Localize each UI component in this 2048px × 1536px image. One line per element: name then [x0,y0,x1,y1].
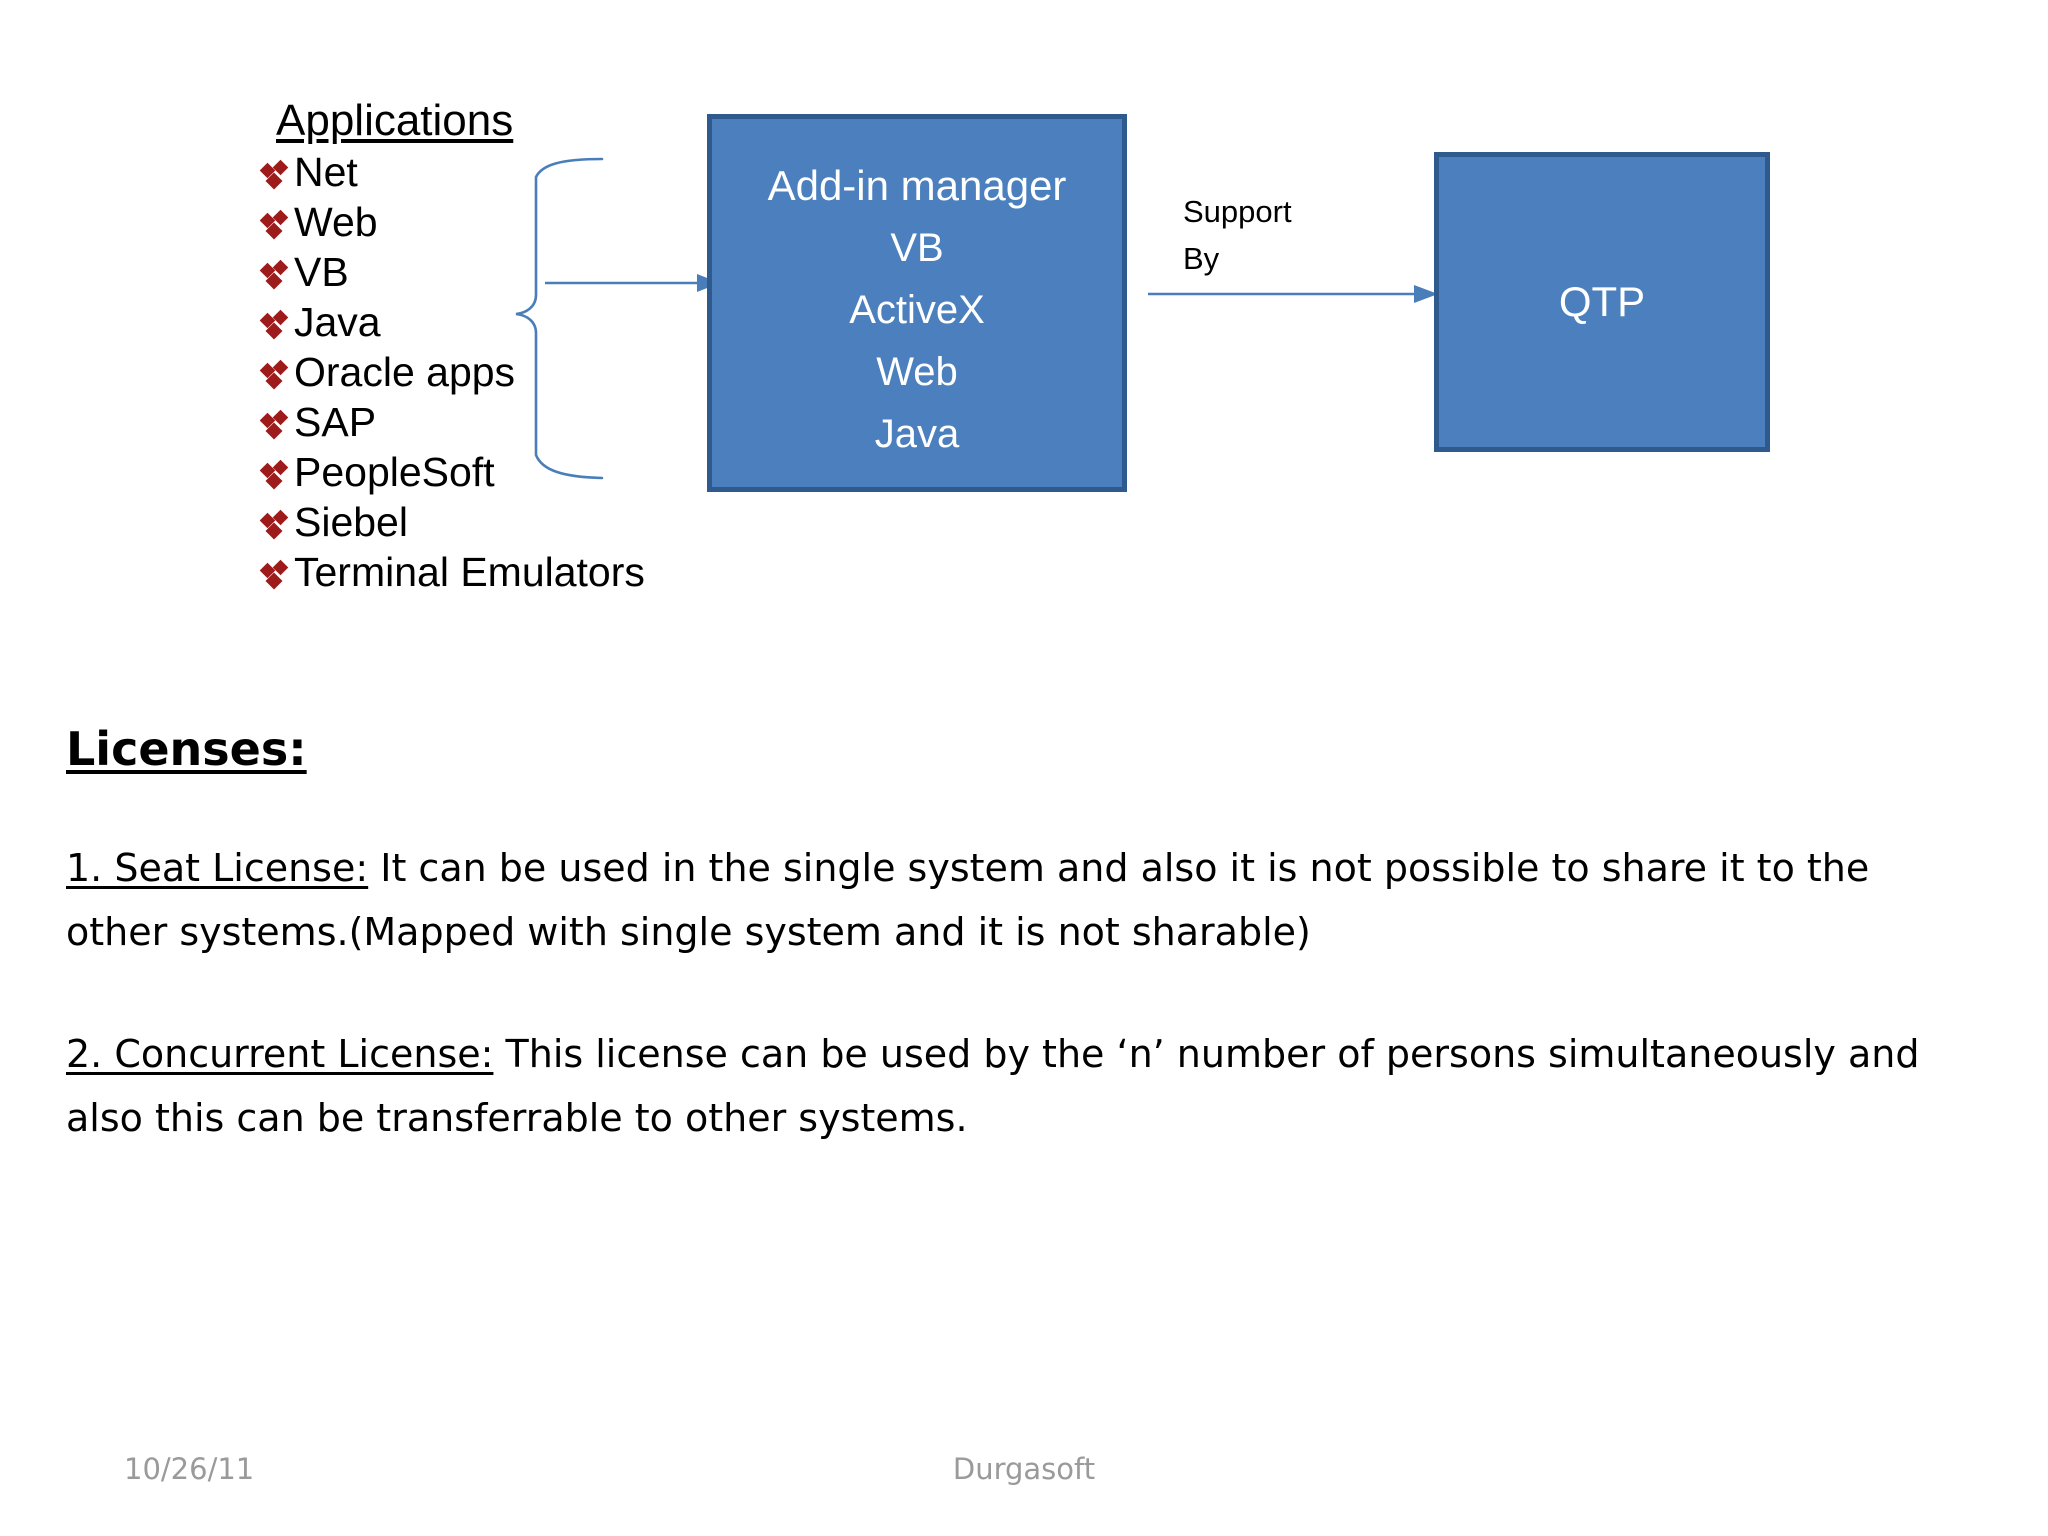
addin-manager-box: Add-in manager VB ActiveX Web Java [707,114,1127,492]
list-item: SAP [259,397,782,447]
list-item-label: Terminal Emulators [294,549,645,595]
addin-manager-item: ActiveX [849,288,985,332]
licenses-heading-wrap: Licenses: [66,720,1986,778]
addin-manager-item: VB [890,226,944,270]
license-paragraph: 1. Seat License: It can be used in the s… [66,836,1956,964]
list-item-label: Java [294,299,381,345]
list-item: Web [259,197,782,247]
diamond-bullet-icon [259,409,289,439]
diamond-bullet-icon [259,559,289,589]
curly-brace-icon [515,157,604,480]
applications-block: Applications Net Web VB [259,95,782,597]
list-item-label: SAP [294,399,377,445]
support-by-label: Support By [1183,194,1292,276]
licenses-section: Licenses: 1. Seat License: It can be use… [66,720,1986,1188]
diamond-bullet-icon [259,159,289,189]
license-body-text: This license can be used by the ‘n’ numb… [66,1032,1920,1140]
slide-footer: 10/26/11 Durgasoft [0,1452,2048,1512]
arrow-to-qtp-box-icon [1148,285,1438,303]
diamond-bullet-icon [259,509,289,539]
list-item: Net [259,147,782,197]
licenses-heading: Licenses: [66,722,307,776]
addin-manager-item: Java [874,412,960,456]
list-item: PeopleSoft [259,447,782,497]
diamond-bullet-icon [259,359,289,389]
arrow-to-addin-box-icon [545,274,720,292]
diamond-bullet-icon [259,309,289,339]
list-item-label: Net [294,149,358,195]
addin-manager-item: Web [876,350,958,394]
list-item-label: VB [294,249,349,295]
applications-title: Applications [276,96,514,145]
list-item: VB [259,247,782,297]
qtp-label: QTP [1558,278,1646,325]
qtp-box: QTP [1434,152,1770,452]
diamond-bullet-icon [259,259,289,289]
diamond-bullet-icon [259,209,289,239]
list-item-label: Siebel [294,499,408,545]
list-item: Terminal Emulators [259,547,782,597]
footer-brand: Durgasoft [952,1452,1096,1486]
list-item: Java [259,297,782,347]
list-item: Oracle apps [259,347,782,397]
list-item-label: Web [294,199,378,245]
license-lead-label: 1. Seat License: [66,846,369,890]
list-item-label: PeopleSoft [294,449,495,495]
diamond-bullet-icon [259,459,289,489]
list-item-label: Oracle apps [294,349,516,395]
applications-list: Net Web VB Java [259,147,782,597]
license-body-text: It can be used in the single system and … [66,846,1870,954]
addin-manager-title: Add-in manager [767,162,1067,209]
license-lead-label: 2. Concurrent License: [66,1032,494,1076]
license-paragraph: 2. Concurrent License: This license can … [66,1022,1956,1150]
list-item: Siebel [259,497,782,547]
footer-date: 10/26/11 [124,1452,255,1486]
